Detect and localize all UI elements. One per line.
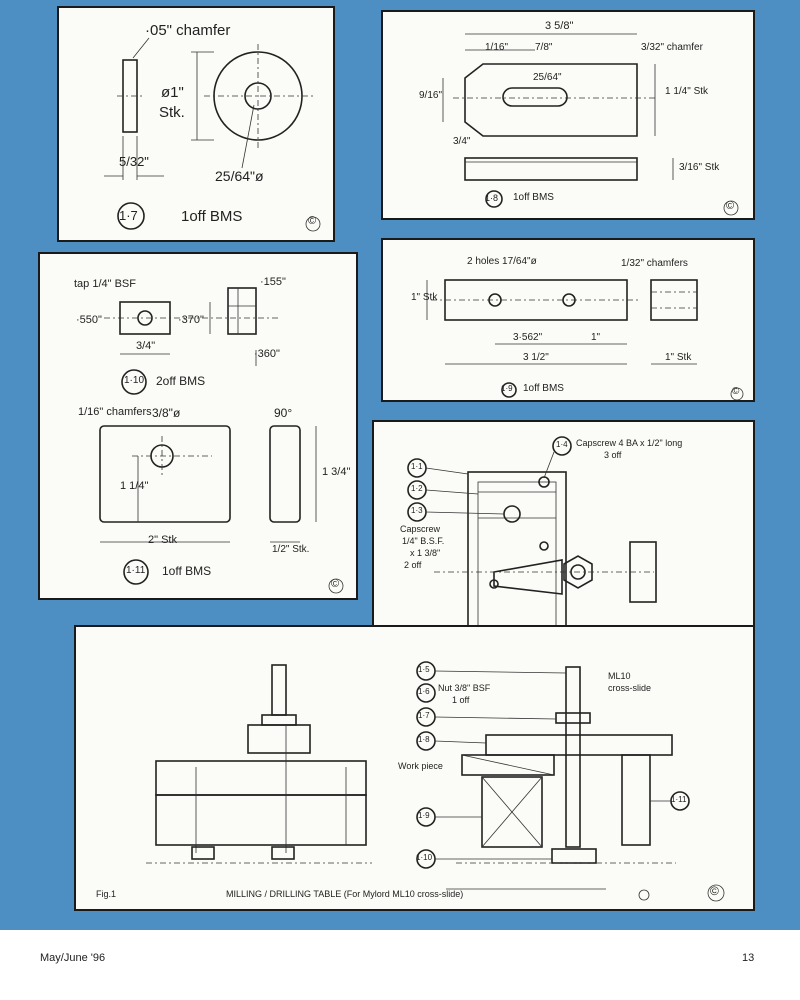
part-ref-number-1-10: 1·10 — [124, 375, 145, 386]
overall-length-label: 3 5/8" — [545, 20, 574, 32]
hole-diameter-label: 3/8"ø — [152, 406, 181, 420]
part-ref-number: 1·9 — [501, 384, 513, 393]
ref-1-4-label: 1·4 — [556, 440, 568, 449]
part-ref-number: 1·8 — [485, 193, 499, 203]
thickness-stock-label: 1/2" Stk. — [272, 544, 310, 555]
page-margin — [0, 930, 800, 1000]
part-ref-number-1-11: 1·11 — [126, 565, 146, 576]
dim-360-label: ·360" — [254, 348, 280, 360]
page-number: 13 — [742, 952, 755, 964]
part-ref-number: 1·7 — [119, 208, 138, 223]
taper-length-label: 3/4" — [453, 136, 471, 147]
width-stock-label: 1 1/4" Stk — [665, 86, 709, 97]
figure-caption: MILLING / DRILLING TABLE (For Mylord ML1… — [226, 889, 464, 899]
nut-label: Nut 3/8" BSF — [438, 683, 491, 693]
hole-diameter-label: 25/64"ø — [215, 168, 264, 184]
holes-label: 2 holes 17/64"ø — [467, 256, 537, 267]
capscrew-qty-label: 2 off — [404, 560, 422, 570]
parts-1-10-1-11-drawing — [99, 287, 344, 594]
main-assembly-drawing — [146, 661, 725, 902]
chamfer-label: 3/32" chamfer — [641, 42, 703, 53]
copyright-mark: © — [732, 386, 740, 397]
drawing-panel-1-7: ·05" chamfer ø1" Stk. 5/32" 25/64"ø 1·7 … — [57, 6, 335, 242]
ref-1-6-label: 1·6 — [418, 687, 430, 696]
width-stock-label: 1" Stk — [665, 352, 692, 363]
issue-date: May/June '96 — [40, 952, 106, 964]
ref-1-1-label: 1·1 — [411, 462, 423, 471]
thickness-label: 5/32" — [119, 154, 149, 169]
width-stock-label: 2" Stk — [148, 534, 177, 546]
hole-spacing-label: 3·562" — [513, 332, 543, 343]
part-quantity-material-1-10: 2off BMS — [156, 374, 206, 388]
hole-height-label: 1 1/4" — [120, 480, 149, 492]
ref-1-3-label: 1·3 — [411, 506, 423, 515]
part-1-7-drawing — [104, 37, 321, 232]
ref-1-8-label: 1·8 — [418, 735, 430, 744]
cross-slide-label: cross-slide — [608, 683, 652, 693]
end-height-label: 9/16" — [419, 90, 443, 101]
drawing-panel-1-9: 2 holes 17/64"ø 1/32" chamfers 1" Stk 3·… — [381, 238, 755, 402]
angle-label: 90° — [274, 406, 293, 420]
dim-550-label: ·550" — [76, 314, 102, 326]
workpiece-label: Work piece — [398, 761, 443, 771]
capscrew-4ba-label: Capscrew 4 BA x 1/2" long — [576, 438, 683, 448]
drawing-panel-1-8: 3 5/8" 1/16" 7/8" 3/32" chamfer 25/64" 9… — [381, 10, 755, 220]
ref-1-2-label: 1·2 — [411, 484, 423, 493]
height-label: 1 3/4" — [322, 466, 351, 478]
figure-number: Fig.1 — [96, 889, 117, 899]
part-quantity-material: 1off BMS — [181, 208, 243, 225]
ref-1-7-label: 1·7 — [418, 711, 430, 720]
thickness-stock-label: 3/16" Stk — [679, 162, 720, 173]
main-assembly-panel: 1·5 1·6 Nut 3/8" BSF 1 off 1·7 1·8 Work … — [74, 625, 755, 911]
copyright-mark: © — [331, 578, 340, 590]
nut-qty-label: 1 off — [452, 695, 470, 705]
ref-1-11-label: 1·11 — [671, 795, 687, 804]
drawing-panel-1-10-1-11: tap 1/4" BSF ·155" ·550" ·370" 3/4" ·360… — [38, 252, 358, 600]
copyright-mark: © — [308, 215, 317, 227]
chamfers-label: 1/16" chamfers — [78, 406, 152, 418]
capscrew-4ba-qty: 3 off — [604, 450, 622, 460]
copyright-mark: © — [726, 200, 735, 212]
tap-label: tap 1/4" BSF — [74, 278, 136, 290]
dim-3-4-label: 3/4" — [136, 340, 156, 352]
copyright-mark: © — [710, 884, 719, 898]
part-1-8-drawing — [442, 33, 739, 216]
ml10-label: ML10 — [608, 671, 631, 681]
diameter-label: ø1" — [161, 84, 184, 101]
capscrew-length-label: x 1 3/8" — [410, 548, 441, 558]
offset-dim-label: 1/16" — [485, 42, 509, 53]
end-distance-label: 1" — [591, 332, 601, 343]
length-label: 3 1/2" — [523, 352, 549, 363]
part-quantity-material: 1off BMS — [513, 192, 554, 203]
part-1-9-drawing — [426, 279, 744, 400]
slot-position-label: 7/8" — [535, 42, 553, 53]
capscrew-size-label: 1/4" B.S.F. — [402, 536, 445, 546]
ref-1-5-label: 1·5 — [418, 665, 430, 674]
height-stock-label: 1" Stk — [411, 292, 438, 303]
part-quantity-material-1-11: 1off BMS — [162, 564, 212, 578]
slot-width-label: 25/64" — [533, 72, 562, 83]
chamfer-label: ·05" chamfer — [145, 22, 231, 39]
dim-370-label: ·370" — [178, 314, 204, 326]
part-quantity-material: 1off BMS — [523, 383, 564, 394]
capscrew-label: Capscrew — [400, 524, 441, 534]
chamfers-label: 1/32" chamfers — [621, 258, 688, 269]
stock-label: Stk. — [159, 104, 185, 121]
ref-1-9-label: 1·9 — [418, 811, 430, 820]
ref-1-10-label: 1·10 — [416, 853, 433, 862]
dim-155-label: ·155" — [260, 276, 286, 288]
